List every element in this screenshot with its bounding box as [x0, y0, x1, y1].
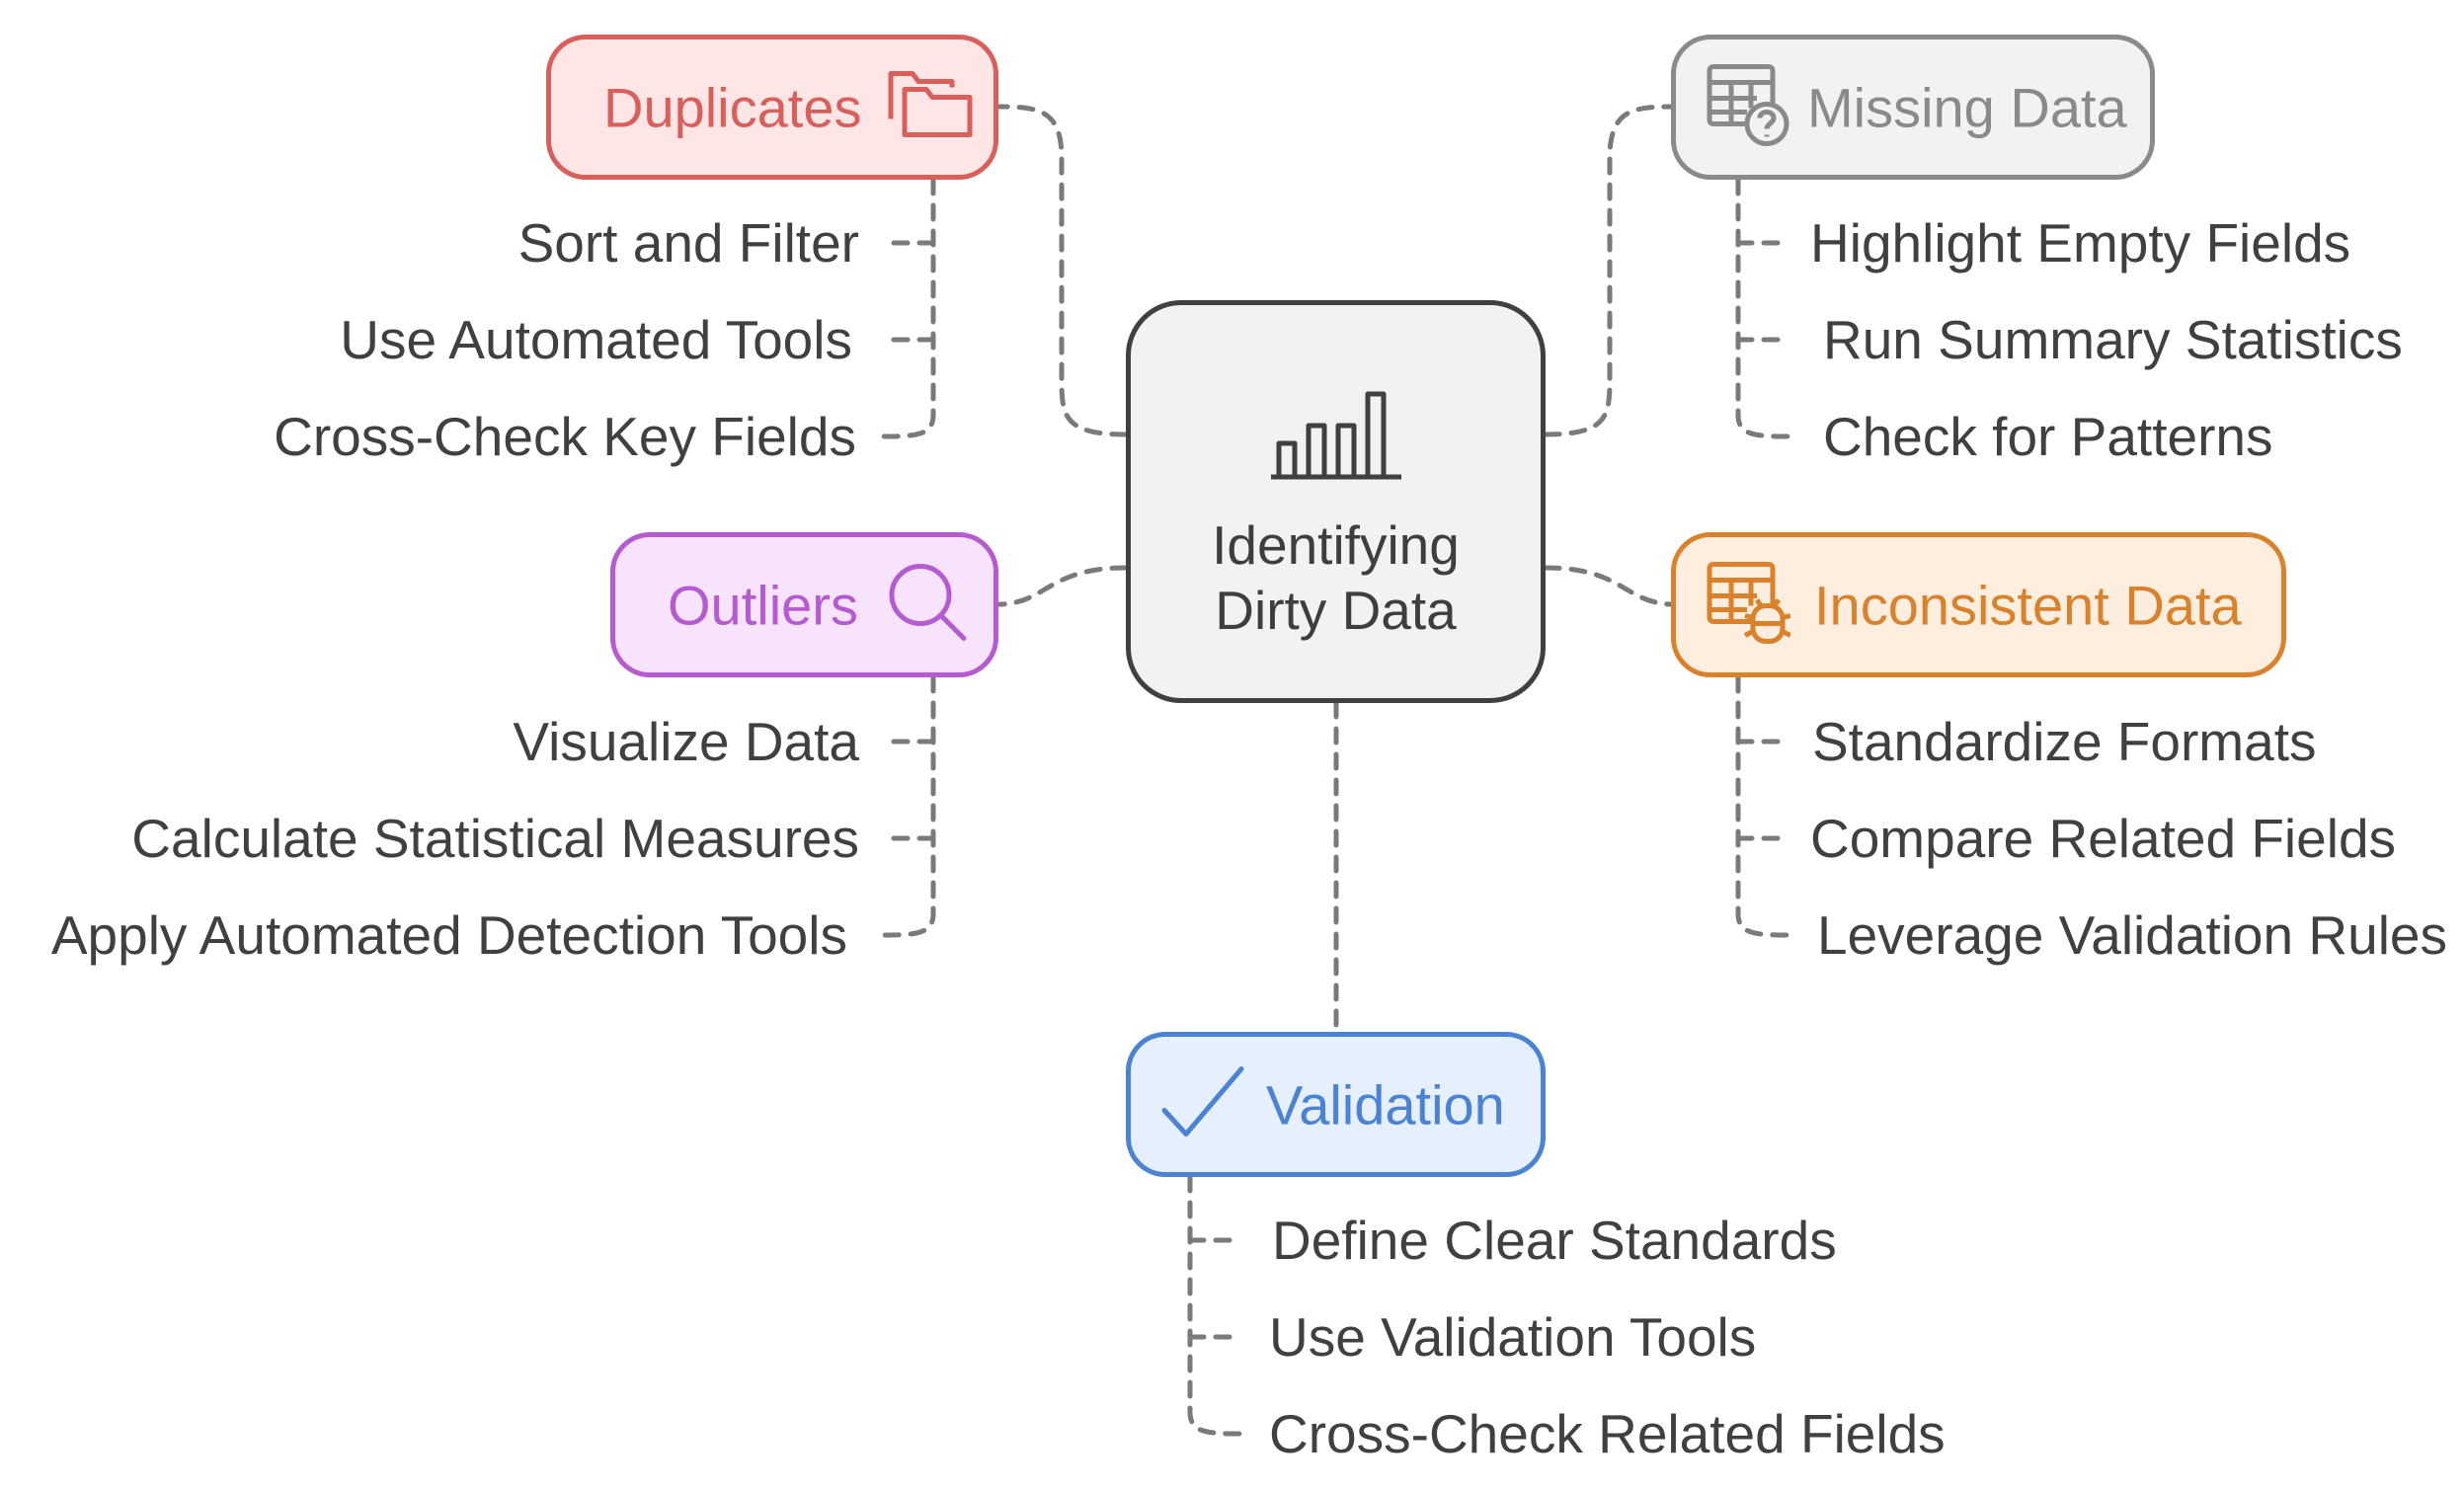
table-bug-icon	[1706, 560, 1792, 650]
magnifier-icon	[887, 561, 970, 649]
connector-center-outliers	[994, 565, 1129, 607]
outliers-item: Visualize Data	[513, 711, 859, 772]
connector-validation-leaves	[1187, 1174, 1242, 1437]
validation-item: Define Clear Standards	[1272, 1210, 1837, 1271]
missing-data-item: Highlight Empty Fields	[1810, 212, 2351, 274]
duplicates-item: Sort and Filter	[517, 212, 859, 274]
missing-data-item: Run Summary Statistics	[1823, 309, 2403, 370]
branch-missing-data: Missing Data	[1671, 35, 2155, 180]
central-topic-line-1: Identifying	[1212, 514, 1460, 576]
outliers-item: Calculate Statistical Measures	[131, 808, 859, 869]
connector-duplicates-leaves	[881, 177, 936, 439]
central-topic-line-2: Dirty Data	[1215, 580, 1457, 641]
connector-center-duplicates	[994, 104, 1129, 437]
branch-duplicates: Duplicates	[546, 35, 998, 180]
branch-inconsistent-data: Inconsistent Data	[1671, 532, 2286, 677]
validation-item: Use Validation Tools	[1269, 1306, 1757, 1368]
duplicates-item: Cross-Check Key Fields	[274, 406, 856, 467]
branch-validation-title: Validation	[1266, 1073, 1505, 1136]
inconsistent-data-item: Compare Related Fields	[1810, 808, 2397, 869]
branch-outliers-title: Outliers	[668, 574, 858, 636]
connector-outliers-leaves	[881, 674, 936, 938]
central-topic-label: Identifying Dirty Data	[1131, 512, 1541, 643]
connector-center-inconsistent	[1543, 565, 1677, 607]
connector-missing-leaves	[1735, 177, 1790, 439]
branch-outliers: Outliers	[610, 532, 998, 677]
inconsistent-data-item: Leverage Validation Rules	[1817, 904, 2448, 966]
outliers-item: Apply Automated Detection Tools	[50, 904, 847, 966]
branch-missing-data-title: Missing Data	[1807, 76, 2127, 138]
duplicates-item: Use Automated Tools	[340, 309, 852, 370]
inconsistent-data-item: Standardize Formats	[1812, 711, 2317, 772]
branch-inconsistent-data-title: Inconsistent Data	[1814, 574, 2242, 636]
connector-inconsistent-leaves	[1735, 674, 1790, 938]
table-question-icon	[1706, 62, 1790, 152]
branch-validation: Validation	[1126, 1032, 1546, 1177]
checkmark-icon	[1160, 1064, 1245, 1144]
central-topic-node: Identifying Dirty Data	[1126, 300, 1546, 703]
missing-data-item: Check for Patterns	[1823, 406, 2273, 467]
validation-item: Cross-Check Related Fields	[1269, 1403, 1946, 1464]
folders-icon	[887, 69, 976, 145]
bar-chart-icon	[1271, 386, 1404, 485]
branch-duplicates-title: Duplicates	[603, 76, 862, 138]
connector-center-missing	[1543, 104, 1677, 437]
